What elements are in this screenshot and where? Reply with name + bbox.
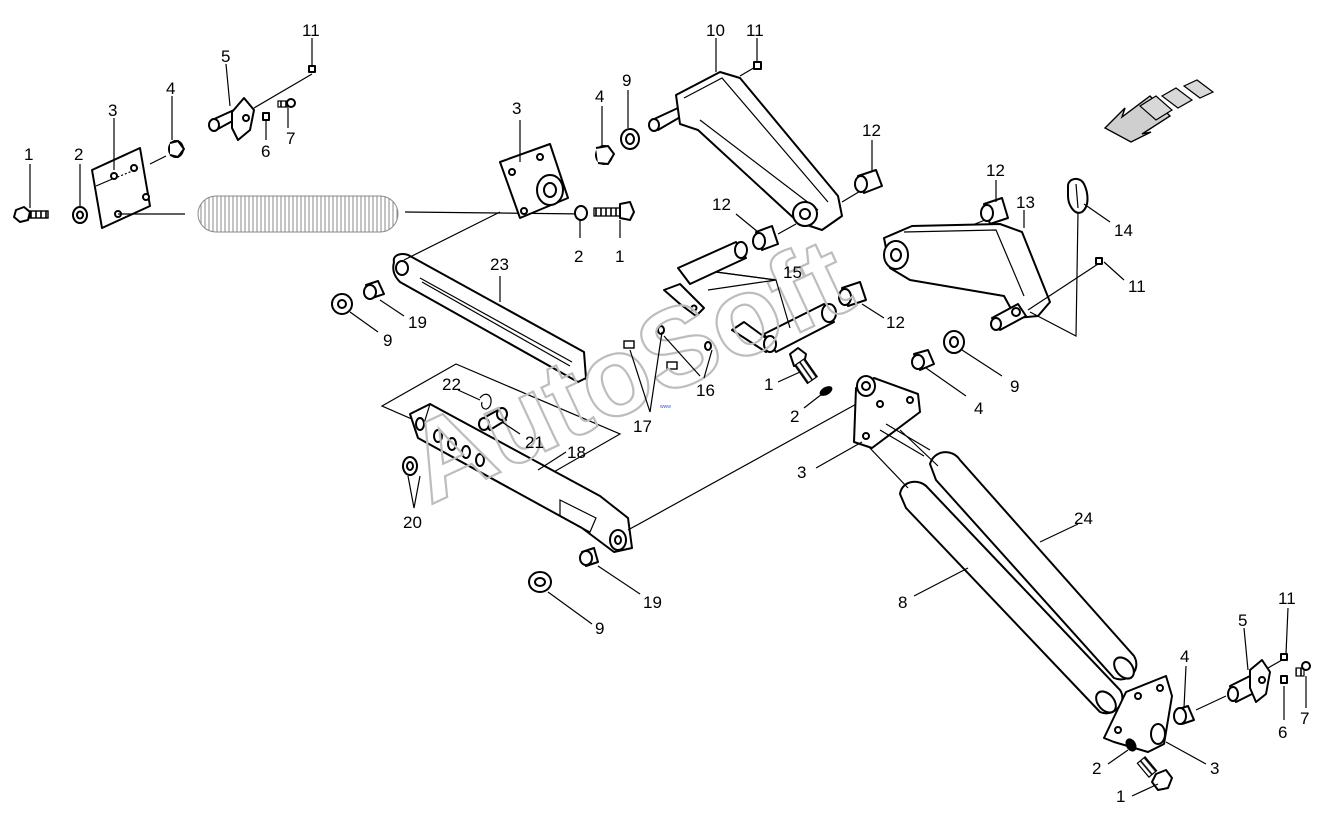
callout-19: 19 [408, 313, 427, 332]
callout-2: 2 [74, 145, 83, 164]
callout-4: 4 [595, 87, 604, 106]
callout-8: 8 [898, 593, 907, 612]
svg-text:www: www [660, 404, 671, 410]
bushing-4-upper-center [595, 145, 615, 165]
callout-9: 9 [1010, 377, 1019, 396]
callout-1: 1 [1116, 787, 1125, 806]
screw-17 [623, 325, 712, 370]
callout-9: 9 [383, 331, 392, 350]
callout-24: 24 [1074, 509, 1093, 528]
callout-18: 18 [567, 443, 586, 462]
washer-2-upper-center [574, 205, 588, 221]
bushing-12-d [980, 197, 1009, 225]
callout-6: 6 [261, 142, 270, 161]
callout-11: 11 [302, 21, 320, 40]
screw-7-upper-left [277, 98, 296, 108]
washer-20 [402, 456, 418, 476]
callout-19: 19 [643, 593, 662, 612]
callout-12: 12 [862, 121, 881, 140]
pin-5-upper-left [208, 97, 255, 141]
callout-3: 3 [797, 463, 806, 482]
washer-9-upper-left [331, 293, 353, 315]
callout-11: 11 [1278, 589, 1296, 608]
callout-4: 4 [1180, 647, 1189, 666]
bracket-18 [409, 403, 633, 553]
bushing-4-right [911, 349, 935, 371]
callout-2: 2 [790, 407, 799, 426]
callout-2: 2 [1092, 759, 1101, 778]
bushing-12-a [854, 169, 883, 194]
spring-8 [867, 445, 1124, 715]
bracket-3-upper-left [91, 147, 151, 229]
callout-3: 3 [512, 99, 521, 118]
bolt-1-upper-left [13, 206, 49, 223]
callout-9: 9 [595, 619, 604, 638]
lever-13 [883, 223, 1051, 331]
bushing-12-c [838, 281, 867, 307]
callout-1: 1 [615, 247, 624, 266]
callout-22: 22 [442, 375, 461, 394]
callout-4: 4 [166, 79, 175, 98]
bolt-1-upper-center [593, 201, 635, 221]
callout-1: 1 [24, 145, 33, 164]
direction-arrow-icon [1103, 79, 1215, 143]
callout-12: 12 [986, 161, 1005, 180]
callout-11: 11 [1128, 277, 1146, 296]
callout-9: 9 [622, 71, 631, 90]
washer-2-center [819, 386, 833, 396]
bushing-19-upper [363, 280, 385, 300]
bolt-1-center [789, 347, 819, 385]
pin-21 [478, 407, 508, 431]
callout-2: 2 [574, 247, 583, 266]
lever-10 [648, 71, 843, 231]
bracket-3-lower-right [1103, 675, 1173, 753]
callout-1: 1 [764, 375, 773, 394]
callout-3: 3 [108, 101, 117, 120]
callout-7: 7 [1300, 709, 1309, 728]
callout-4: 4 [974, 399, 983, 418]
washer-9-lower [528, 571, 552, 593]
callout-3: 3 [1210, 759, 1219, 778]
leader-lines [29, 38, 1307, 797]
callout-23: 23 [490, 255, 509, 274]
spring-upper-ghost [197, 195, 399, 233]
pin-clip-14 [1067, 178, 1089, 214]
washer-9-right [943, 330, 965, 354]
callout-12: 12 [886, 313, 905, 332]
bracket-3-center [853, 375, 931, 457]
callout-14: 14 [1114, 221, 1133, 240]
shaft-15-upper [663, 241, 748, 317]
washer-2-lower-right [1125, 738, 1137, 752]
callout-17: 17 [633, 417, 652, 436]
clip-22 [479, 393, 492, 410]
callout-20: 20 [403, 513, 422, 532]
nut-6-lower-right [1280, 675, 1288, 684]
callout-labels: 1 2 3 4 5 6 7 11 3 4 9 10 11 12 12 2 1 1… [24, 21, 1309, 806]
callout-16: 16 [696, 381, 715, 400]
callout-15: 15 [783, 263, 802, 282]
callout-5: 5 [1238, 611, 1247, 630]
bushing-4-upper-left [168, 140, 185, 158]
callout-21: 21 [525, 433, 544, 452]
bushing-4-lower-right [1173, 705, 1195, 725]
bushing-12-b [752, 225, 779, 251]
callout-5: 5 [221, 47, 230, 66]
screw-7-lower-right [1295, 661, 1311, 677]
shaft-15-lower [731, 303, 837, 353]
nut-6-upper-left [262, 112, 270, 121]
washer-9-upper-center [620, 128, 640, 150]
spring-24 [899, 429, 1138, 681]
callout-12: 12 [712, 195, 731, 214]
link-arm-23 [392, 253, 587, 383]
bracket-3-upper-center [499, 143, 569, 219]
callout-10: 10 [706, 21, 725, 40]
washer-2-upper-left [72, 206, 88, 224]
callout-11: 11 [746, 21, 764, 40]
pin-5-lower-right [1227, 659, 1271, 703]
bushing-19-lower [579, 547, 599, 567]
callout-7: 7 [286, 129, 295, 148]
callout-6: 6 [1278, 723, 1287, 742]
callout-13: 13 [1016, 193, 1035, 212]
